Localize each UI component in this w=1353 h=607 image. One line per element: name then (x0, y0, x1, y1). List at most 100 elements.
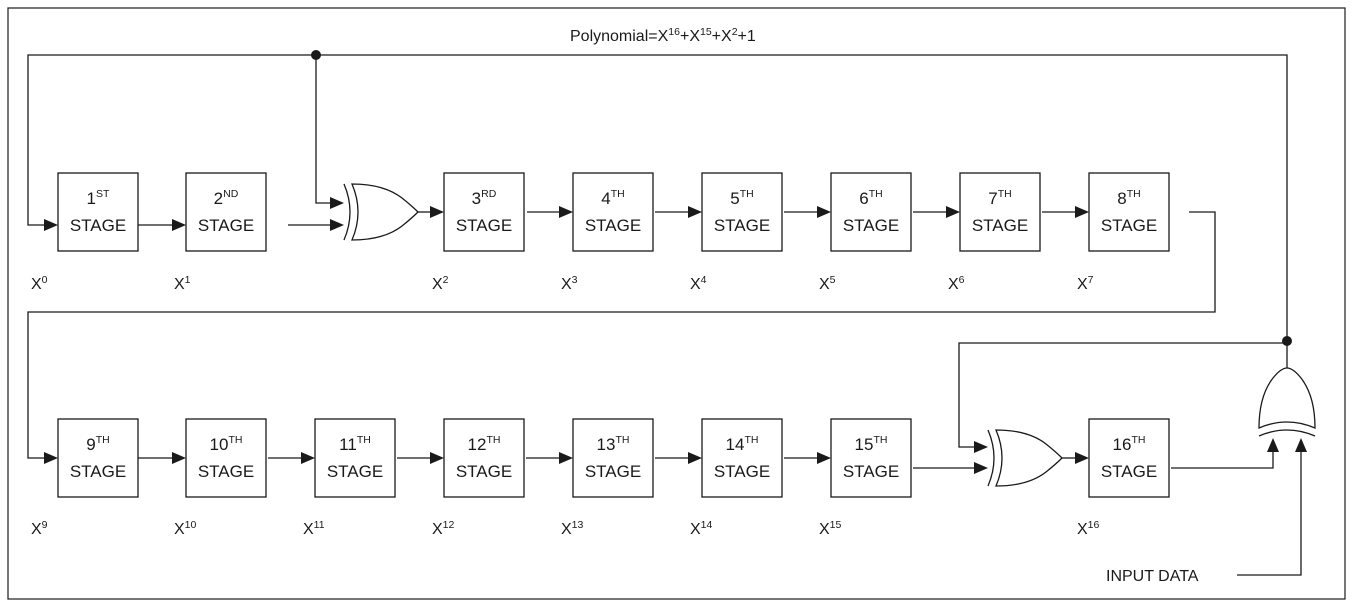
stage-word: STAGE (456, 462, 512, 481)
stage-ordinal-suffix: TH (1127, 188, 1141, 200)
feedback-tap-xor1 (315, 55, 330, 204)
xor-gate-1 (343, 183, 419, 241)
stage-ordinal-suffix: TH (740, 188, 754, 200)
stage-ordinal: 8 (1117, 189, 1126, 208)
tap-label-x5: X5 (819, 274, 836, 293)
stage-box-3: 3RD STAGE (443, 172, 525, 252)
stage-number: 14TH (726, 434, 759, 454)
junction-dot-right (1282, 336, 1292, 346)
stage-number: 7TH (988, 188, 1011, 208)
tap-label-x14: X14 (690, 519, 713, 538)
wire-s8-s9 (27, 211, 1216, 459)
stage-ordinal: 5 (730, 189, 739, 208)
arrow-in-xor3-right (1295, 438, 1307, 452)
tap-base: X (690, 521, 701, 538)
arrow-in-s16 (1075, 452, 1089, 464)
stage-rect (830, 418, 912, 498)
stage-ordinal-suffix: TH (357, 434, 371, 446)
stage-ordinal: 16 (1113, 435, 1132, 454)
input-data-label: INPUT DATA (1106, 568, 1199, 585)
stage-ordinal: 3 (472, 189, 481, 208)
arrow-in-s11 (301, 452, 315, 464)
tap-exponent: 4 (701, 274, 707, 286)
polynomial-title: Polynomial=X16+X15+X2+1 (570, 26, 756, 45)
tap-exponent: 14 (701, 519, 713, 531)
tap-base: X (432, 276, 443, 293)
stage-ordinal-suffix: TH (96, 434, 110, 446)
feedback-tap-xor2 (958, 342, 1287, 448)
stage-ordinal: 12 (468, 435, 487, 454)
tap-label-x13: X13 (561, 519, 584, 538)
stage-word: STAGE (843, 462, 899, 481)
stage-word: STAGE (70, 216, 126, 235)
tap-label-x3: X3 (561, 274, 578, 293)
tap-label-x16: X16 (1077, 519, 1100, 538)
tap-base: X (303, 521, 314, 538)
stage-ordinal: 1 (87, 189, 96, 208)
arrowheads (44, 197, 1307, 474)
stage-word: STAGE (1101, 216, 1157, 235)
stage-box-12: 12TH STAGE (443, 418, 525, 498)
tap-base: X (432, 521, 443, 538)
arrow-in-s3 (430, 206, 444, 218)
stage-ordinal-suffix: TH (869, 188, 883, 200)
stage-ordinal-suffix: RD (481, 188, 497, 200)
stage-ordinal-suffix: TH (1131, 434, 1145, 446)
stage-number: 16TH (1113, 434, 1146, 454)
stage-word: STAGE (198, 462, 254, 481)
tap-exponent: 9 (42, 519, 48, 531)
stage-ordinal: 10 (210, 435, 229, 454)
tap-label-x4: X4 (690, 274, 707, 293)
stage-box-15: 15TH STAGE (830, 418, 912, 498)
tap-label-x6: X6 (948, 274, 965, 293)
tap-exponent: 6 (959, 274, 965, 286)
wiring (27, 54, 1302, 576)
stage-number: 12TH (468, 434, 501, 454)
stage-rect (57, 418, 139, 498)
stage-ordinal: 13 (597, 435, 616, 454)
stage-number: 8TH (1117, 188, 1140, 208)
stage-word: STAGE (198, 216, 254, 235)
tap-base: X (31, 276, 42, 293)
arrow-in-s1 (44, 219, 58, 231)
tap-exponent: 13 (572, 519, 584, 531)
tap-base: X (561, 521, 572, 538)
stages-layer: 1STSTAGE2NDSTAGE3RDSTAGE4THSTAGE5THSTAGE… (57, 172, 1170, 498)
title-suffix: +1 (738, 28, 756, 45)
arrow-in-s13 (559, 452, 573, 464)
tap-exponent: 7 (1088, 274, 1094, 286)
arrow-in-s8 (1075, 206, 1089, 218)
stage-word: STAGE (327, 462, 383, 481)
tap-base: X (819, 276, 830, 293)
tap-label-x9: X9 (31, 519, 48, 538)
xor-gate-2 (987, 429, 1063, 487)
stage-ordinal-suffix: ST (96, 188, 110, 200)
arrow-in-xor2-bottom (974, 462, 988, 474)
stage-ordinal: 6 (859, 189, 868, 208)
tap-base: X (561, 276, 572, 293)
stage-word: STAGE (456, 216, 512, 235)
tap-label-x12: X12 (432, 519, 455, 538)
stage-number: 10TH (210, 434, 243, 454)
tap-exponent: 2 (443, 274, 449, 286)
xor-gate-3 (1258, 367, 1316, 437)
wire-s16-xor3 (1171, 450, 1274, 469)
stage-rect (185, 418, 267, 498)
arrow-in-s9 (44, 452, 58, 464)
stage-number: 9TH (86, 434, 109, 454)
stage-number: 15TH (855, 434, 888, 454)
stage-word: STAGE (585, 462, 641, 481)
tap-exponent: 0 (42, 274, 48, 286)
arrow-in-s15 (817, 452, 831, 464)
stage-box-8: 8TH STAGE (1088, 172, 1170, 252)
stage-word: STAGE (714, 462, 770, 481)
arrow-in-s4 (559, 206, 573, 218)
stage-box-14: 14TH STAGE (701, 418, 783, 498)
tap-base: X (174, 276, 185, 293)
arrow-in-s6 (817, 206, 831, 218)
stage-ordinal: 9 (86, 435, 95, 454)
arrow-in-xor1-bottom (330, 219, 344, 231)
